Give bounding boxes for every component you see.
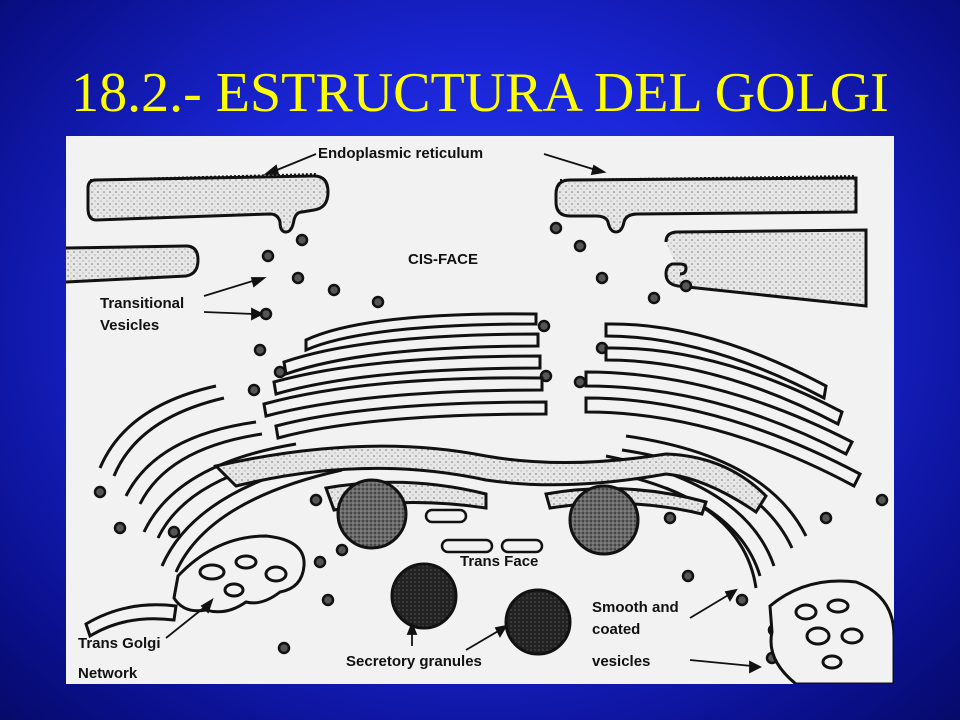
er-left [66,173,330,284]
golgi-arch-left [98,384,343,573]
label-transitional: Transitional [100,295,184,312]
label-smooth-and: Smooth and [592,599,679,616]
label-endoplasmic-reticulum: Endoplasmic reticulum [318,145,483,162]
label-coated: coated [592,621,640,638]
label-network: Network [78,665,138,682]
trans-budding-spheres [336,478,640,556]
label-arrows [165,277,763,674]
golgi-diagram: Endoplasmic reticulum CIS-FACE Transitio… [66,136,894,684]
er-right [554,175,868,308]
er-label-arrows [263,153,607,176]
label-smooth-vesicles: vesicles [592,653,650,670]
secretory-granules [390,562,572,656]
label-trans-golgi: Trans Golgi [78,635,161,652]
trans-golgi-network-left [84,534,306,639]
trans-small-vesicles [424,508,544,554]
golgi-cisternae-left [262,312,548,440]
slide-title: 18.2.- ESTRUCTURA DEL GOLGI [71,62,889,124]
label-trans-face: Trans Face [460,553,538,570]
label-cis-face: CIS-FACE [408,251,478,268]
label-vesicles: Vesicles [100,317,159,334]
trans-golgi-network-right [768,579,894,684]
transitional-vesicles [93,221,889,665]
golgi-illustration: Endoplasmic reticulum CIS-FACE Transitio… [66,145,894,684]
label-secretory-granules: Secretory granules [346,653,482,670]
golgi-cisternae-right [584,322,862,489]
